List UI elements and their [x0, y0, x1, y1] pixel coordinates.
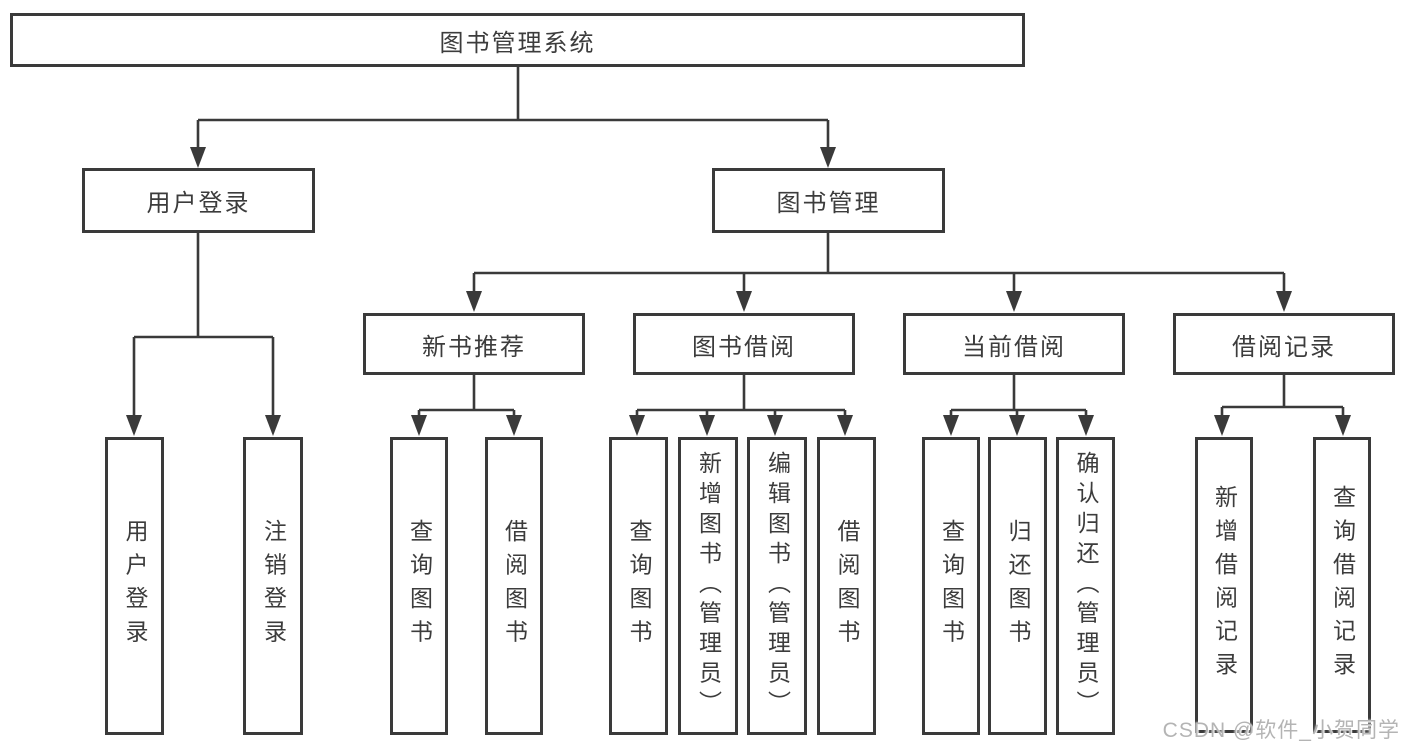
- leaf-user-login: 用户登录: [105, 437, 164, 735]
- leaf-query-books-recommend: 查询图书: [390, 437, 448, 735]
- leaf-add-books-admin: 新增图书（管理员）: [678, 437, 738, 735]
- node-root-system: 图书管理系统: [10, 13, 1025, 67]
- leaf-label: 查询图书: [626, 519, 652, 653]
- node-user-login: 用户登录: [82, 168, 315, 233]
- leaf-label: 用户登录: [122, 519, 148, 653]
- node-book-borrow: 图书借阅: [633, 313, 855, 375]
- node-new-book-recommend: 新书推荐: [363, 313, 585, 375]
- leaf-label: 编辑图书（管理员）: [764, 451, 791, 721]
- leaf-query-books-borrow: 查询图书: [609, 437, 668, 735]
- leaf-label: 查询图书: [406, 519, 433, 653]
- leaf-query-books-current: 查询图书: [922, 437, 980, 735]
- leaf-query-borrow-record: 查询借阅记录: [1313, 437, 1371, 733]
- leaf-label: 确认归还（管理员）: [1073, 451, 1099, 721]
- arrowheads: [126, 147, 1351, 436]
- leaf-label: 归还图书: [1005, 519, 1031, 653]
- leaf-label: 注销登录: [260, 519, 287, 653]
- node-book-management: 图书管理: [712, 168, 945, 233]
- leaf-label: 新增图书（管理员）: [695, 451, 722, 721]
- node-current-borrow: 当前借阅: [903, 313, 1125, 375]
- leaf-confirm-return-admin: 确认归还（管理员）: [1056, 437, 1115, 735]
- leaf-return-books: 归还图书: [988, 437, 1047, 735]
- leaf-label: 查询借阅记录: [1329, 484, 1356, 686]
- leaf-label: 新增借阅记录: [1211, 484, 1238, 686]
- leaf-edit-books-admin: 编辑图书（管理员）: [747, 437, 807, 735]
- leaf-label: 借阅图书: [834, 519, 860, 653]
- node-borrow-records: 借阅记录: [1173, 313, 1395, 375]
- leaf-borrow-books: 借阅图书: [817, 437, 876, 735]
- leaf-label: 借阅图书: [501, 519, 528, 653]
- leaf-borrow-books-recommend: 借阅图书: [485, 437, 543, 735]
- csdn-watermark: CSDN @软件_小贺同学: [1162, 719, 1400, 742]
- leaf-logout: 注销登录: [243, 437, 303, 735]
- leaf-add-borrow-record: 新增借阅记录: [1195, 437, 1253, 733]
- leaf-label: 查询图书: [938, 519, 965, 653]
